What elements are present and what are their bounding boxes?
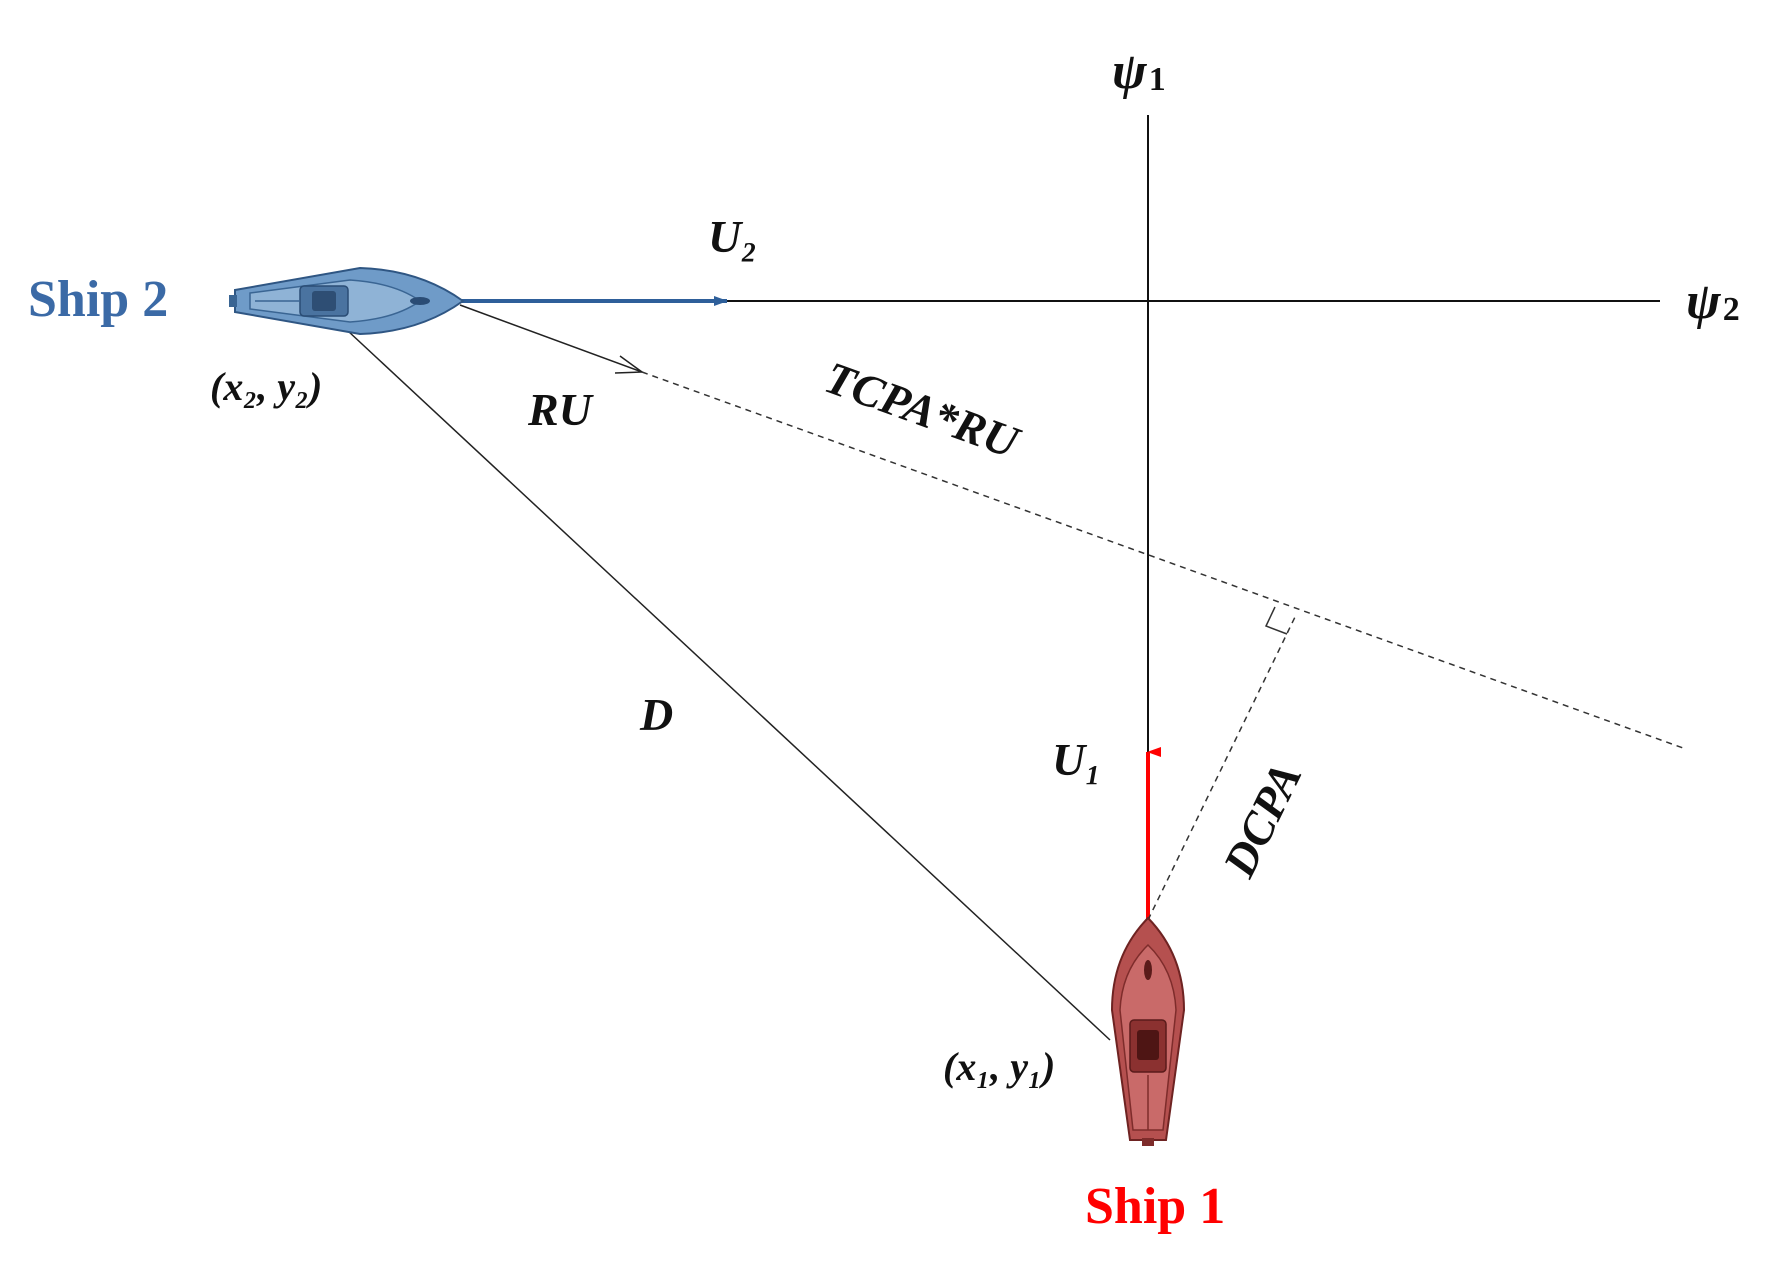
right-angle-marker — [1264, 606, 1288, 635]
ship-2-position-label: (x₂, y₂) — [210, 364, 322, 409]
ship-1-position-label: (x₁, y₁) — [943, 1044, 1055, 1089]
ship-2-name: Ship 2 — [28, 271, 168, 328]
ru-vector — [459, 304, 643, 373]
tcpa-ru-label: TCPA*RU — [819, 351, 1028, 468]
u1-label: U₁ — [1052, 734, 1101, 785]
ship-2-icon — [229, 266, 465, 336]
tcpa-ru-line — [641, 371, 1684, 749]
dcpa-label: DCPA — [1213, 755, 1312, 885]
psi2-label: ψ2 — [1686, 273, 1740, 330]
ship-1-name: Ship 1 — [1085, 1178, 1225, 1235]
distance-d-label: D — [639, 689, 673, 740]
ship-1-icon — [1110, 916, 1186, 1146]
dcpa-line — [1147, 614, 1297, 921]
psi1-label: ψ1 — [1112, 43, 1166, 100]
ru-label: RU — [527, 384, 595, 435]
distance-d-line — [347, 330, 1111, 1041]
u2-label: U₂ — [708, 211, 757, 262]
